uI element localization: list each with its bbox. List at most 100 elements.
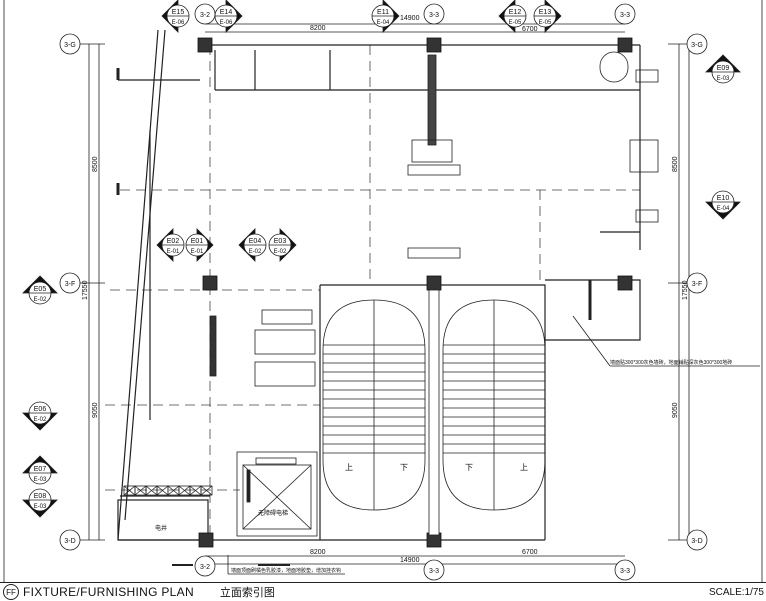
grid-label: 3-2 [200,564,210,571]
tag-id: E05 [34,286,47,293]
grid-bubble-row_g: 3-G [59,33,81,55]
weight-rack-2 [407,247,461,259]
grid-label: 3-3 [620,12,630,19]
tag-ref: E-05 [539,20,552,26]
tag-ref: E-01 [191,249,204,255]
tag-id: E13 [539,9,552,16]
dim-left-total: 17550 [82,280,89,300]
tag-id: E01 [191,238,204,245]
stair-up-label: 上 [345,463,353,472]
dim-left-lower: 9050 [92,402,99,418]
top-dimensions: 14900 8200 6700 [205,15,625,33]
drawing-subtitle: 立面索引图 [219,586,275,599]
elevator-label: 无障碍电梯 [258,509,288,517]
toilet-note-text: 墙面贴300*300灰色墙砖，地面铺贴深灰色300*300地砖 [610,359,732,366]
tag-ref: E-05 [509,20,522,26]
dim-bottom-total: 14900 [400,557,420,564]
left-dimensions: 8500 17550 9050 [80,43,105,541]
grid-label: 3-3 [620,568,630,575]
grid-label: 3-F [692,281,703,288]
electric-shaft: 电井 [123,485,213,532]
grid-bubble-col_b: 3-3 [423,559,445,581]
tag-id: E03 [274,238,287,245]
stair-down-label: 下 [400,463,408,472]
tag-ref: E-03 [717,76,730,82]
wall-bracket-2 [635,209,659,223]
round-fixture [599,51,629,83]
columns [197,37,633,548]
dim-left-upper: 8500 [92,156,99,172]
walls [116,29,641,541]
dim-right-lower: 9050 [672,402,679,418]
grid-bubble-row_d: 3-D [686,529,708,551]
tag-id: E04 [249,238,262,245]
grid-label: 3-3 [429,568,439,575]
grid-label: 3-D [64,538,75,545]
tag-ref: E-04 [377,20,390,26]
grid-bubble-row_g: 3-G [686,33,708,55]
dim-right-total: 17550 [682,280,689,300]
drawing-scale: SCALE:1/75 [708,586,764,598]
right-dimensions: 8500 17550 9050 [668,43,690,541]
dim-bottom-right: 6700 [522,549,538,556]
tag-ref: E-02 [249,249,262,255]
grid-bubble-row_f: 3-F [59,272,81,294]
grid-label: 3-G [691,42,703,49]
grid-label: 3-D [691,538,702,545]
tag-ref: E-01 [167,249,180,255]
floor-plan: 14900 8200 6700 8200 14900 6700 8500 175… [3,0,763,582]
bottom-note-text: 墙面顶面刷橘色乳胶漆，地面地胶垫，增加挂衣钩 [231,567,341,574]
tag-ref: E-06 [172,20,185,26]
tag-ref: E-04 [717,206,730,212]
grid-label: 3-3 [429,12,439,19]
grid-label: 3-G [64,42,76,49]
grid-bubble-row_d: 3-D [59,529,81,551]
tag-ref: E-02 [34,297,47,303]
bottom-dimensions: 8200 14900 6700 [205,549,625,565]
bench [411,139,453,163]
grid-lines [105,45,640,540]
tag-id: E08 [34,493,47,500]
tag-id: E07 [34,466,47,473]
dim-right-upper: 8500 [672,156,679,172]
tag-ref: E-03 [34,477,47,483]
tag-ref: E-06 [220,20,233,26]
grid-label: 3-F [65,281,76,288]
grid-bubble-col_a: 3-2 [194,3,216,25]
title-bar: FF FIXTURE/FURNISHING PLAN 立面索引图 SCALE:1… [0,582,766,601]
tag-id: E10 [717,195,730,202]
stairwell: 上 下 下 上 [322,289,546,536]
tag-id: E15 [172,9,185,16]
drawing-title: FIXTURE/FURNISHING PLAN [23,585,194,599]
stair-down-label-2: 下 [465,463,473,472]
grid-bubble-row_f: 3-F [686,272,708,294]
tag-id: E02 [167,238,180,245]
dim-top-left: 8200 [310,25,326,32]
weight-rack [407,164,461,176]
bottom-note: 墙面顶面刷橘色乳胶漆，地面地胶垫，增加挂衣钩 [172,555,345,575]
tag-id: E06 [34,406,47,413]
grid-bubble-col_c: 3-3 [614,3,636,25]
dim-top-total: 14900 [400,15,420,22]
tag-ref: E-03 [34,504,47,510]
wall-unit [629,139,659,173]
shaft-label: 电井 [155,524,167,532]
cabinet-cell [200,485,213,496]
dim-bottom-left: 8200 [310,549,326,556]
display-shelf [427,54,437,146]
